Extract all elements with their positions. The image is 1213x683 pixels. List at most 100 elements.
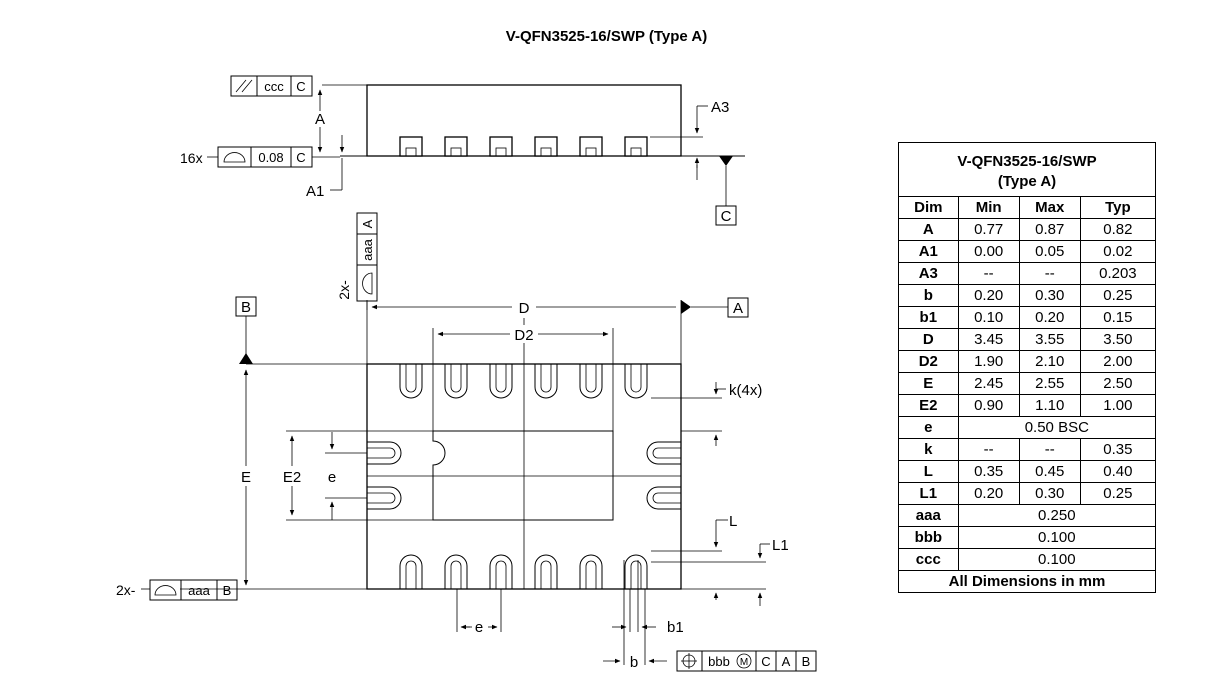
profile-surface-icon-vertical — [362, 272, 373, 295]
fcf-vertical-datum: A — [360, 219, 375, 228]
label-D: D — [519, 300, 530, 317]
table-cell-dim: ccc — [898, 548, 959, 571]
table-cell-typ: 0.25 — [1079, 284, 1157, 307]
side-view: A A1 A3 C ccc C 16x — [180, 75, 745, 226]
table-cell-min: 1.90 — [957, 350, 1020, 373]
header-dim: Dim — [898, 196, 959, 219]
table-cell-typ: 0.40 — [1079, 460, 1157, 483]
table-cell-min: 0.20 — [957, 284, 1020, 307]
table-cell-value: 0.250 — [957, 504, 1157, 527]
header-min: Min — [957, 196, 1020, 219]
fcf-position: bbb M C A B — [676, 650, 817, 672]
table-cell-max: 0.87 — [1018, 218, 1081, 241]
label-E: E — [241, 469, 251, 486]
fcf-bottom-tolerance: aaa — [188, 583, 210, 598]
label-e-left: e — [328, 469, 336, 486]
table-cell-dim: D2 — [898, 350, 959, 373]
mmc-modifier-icon — [736, 653, 752, 669]
table-cell-min: 0.90 — [957, 394, 1020, 417]
datum-B-label: B — [241, 299, 251, 316]
terminal-pad — [367, 486, 402, 510]
table-cell-typ: 1.00 — [1079, 394, 1157, 417]
side-terminal-inner — [450, 147, 462, 157]
datum-C-label: C — [721, 208, 732, 225]
table-footer: All Dimensions in mm — [898, 570, 1156, 593]
terminal-pad — [489, 364, 513, 399]
table-cell-dim: e — [898, 416, 959, 439]
table-cell-dim: bbb — [898, 526, 959, 549]
label-b1: b1 — [667, 619, 684, 636]
table-cell-min: 3.45 — [957, 328, 1020, 351]
terminal-pad — [489, 554, 513, 589]
terminal-pad-inner — [450, 560, 462, 589]
terminal-pad-inner — [450, 364, 462, 393]
table-cell-min: -- — [957, 438, 1020, 461]
terminal-pad — [579, 364, 603, 399]
terminal-pad — [624, 364, 648, 399]
fcf-coplanarity-tolerance: 0.08 — [258, 150, 283, 165]
terminal-pad-inner — [652, 447, 681, 459]
table-cell-max: 0.30 — [1018, 284, 1081, 307]
label-b: b — [630, 654, 638, 671]
terminal-pad — [534, 364, 558, 399]
table-cell-typ: 0.35 — [1079, 438, 1157, 461]
table-cell-max: 0.05 — [1018, 240, 1081, 263]
side-terminal-inner — [585, 147, 597, 157]
terminal-pad-inner — [585, 364, 597, 393]
dimensions-table: V-QFN3525-16/SWP (Type A) Dim Min Max Ty… — [898, 142, 1157, 593]
datum-C-triangle — [719, 156, 733, 166]
table-title-line2: (Type A) — [997, 173, 1057, 190]
datum-C-box — [715, 205, 737, 226]
side-terminal-inner — [495, 147, 507, 157]
terminal-pad — [534, 554, 558, 589]
profile-surface-icon-bottom — [154, 585, 177, 596]
table-cell-dim: k — [898, 438, 959, 461]
table-title-line1: V-QFN3525-16/SWP — [957, 153, 1097, 170]
table-cell-value: 0.100 — [957, 526, 1157, 549]
table-cell-max: -- — [1018, 262, 1081, 285]
label-e-bottom: e — [475, 619, 483, 636]
table-cell-dim: A — [898, 218, 959, 241]
bottom-terminals — [367, 364, 681, 589]
terminal-pad — [399, 554, 423, 589]
table-cell-value: 0.50 BSC — [957, 416, 1157, 439]
header-typ: Typ — [1079, 196, 1157, 219]
table-cell-min: 0.00 — [957, 240, 1020, 263]
datum-A-triangle — [681, 300, 691, 314]
terminal-pad — [624, 554, 648, 589]
fcf-position-datum-1: C — [761, 654, 770, 669]
drawing-title: V-QFN3525-16/SWP (Type A) — [505, 28, 708, 45]
terminal-pad — [444, 554, 468, 589]
table-cell-min: 2.45 — [957, 372, 1020, 395]
fcf-vertical-profile: A aaa 2x- — [336, 212, 378, 310]
side-terminal-inner — [540, 147, 552, 157]
terminal-pad — [444, 364, 468, 399]
table-title: V-QFN3525-16/SWP (Type A) — [898, 142, 1156, 197]
fcf-position-tolerance: bbb — [708, 654, 730, 669]
terminal-pad — [399, 364, 423, 399]
fcf-bottom-datum: B — [223, 583, 232, 598]
table-cell-max: -- — [1018, 438, 1081, 461]
terminal-pad-inner — [495, 560, 507, 589]
table-cell-typ: 2.00 — [1079, 350, 1157, 373]
label-L: L — [729, 513, 737, 530]
side-terminal-inner — [405, 147, 417, 157]
side-terminals — [399, 136, 648, 157]
fcf-vertical-prefix: 2x- — [336, 280, 352, 300]
table-cell-max: 2.10 — [1018, 350, 1081, 373]
fcf-coplanarity-datum: C — [296, 150, 305, 165]
header-max: Max — [1018, 196, 1081, 219]
table-cell-max: 3.55 — [1018, 328, 1081, 351]
label-E2: E2 — [283, 469, 301, 486]
